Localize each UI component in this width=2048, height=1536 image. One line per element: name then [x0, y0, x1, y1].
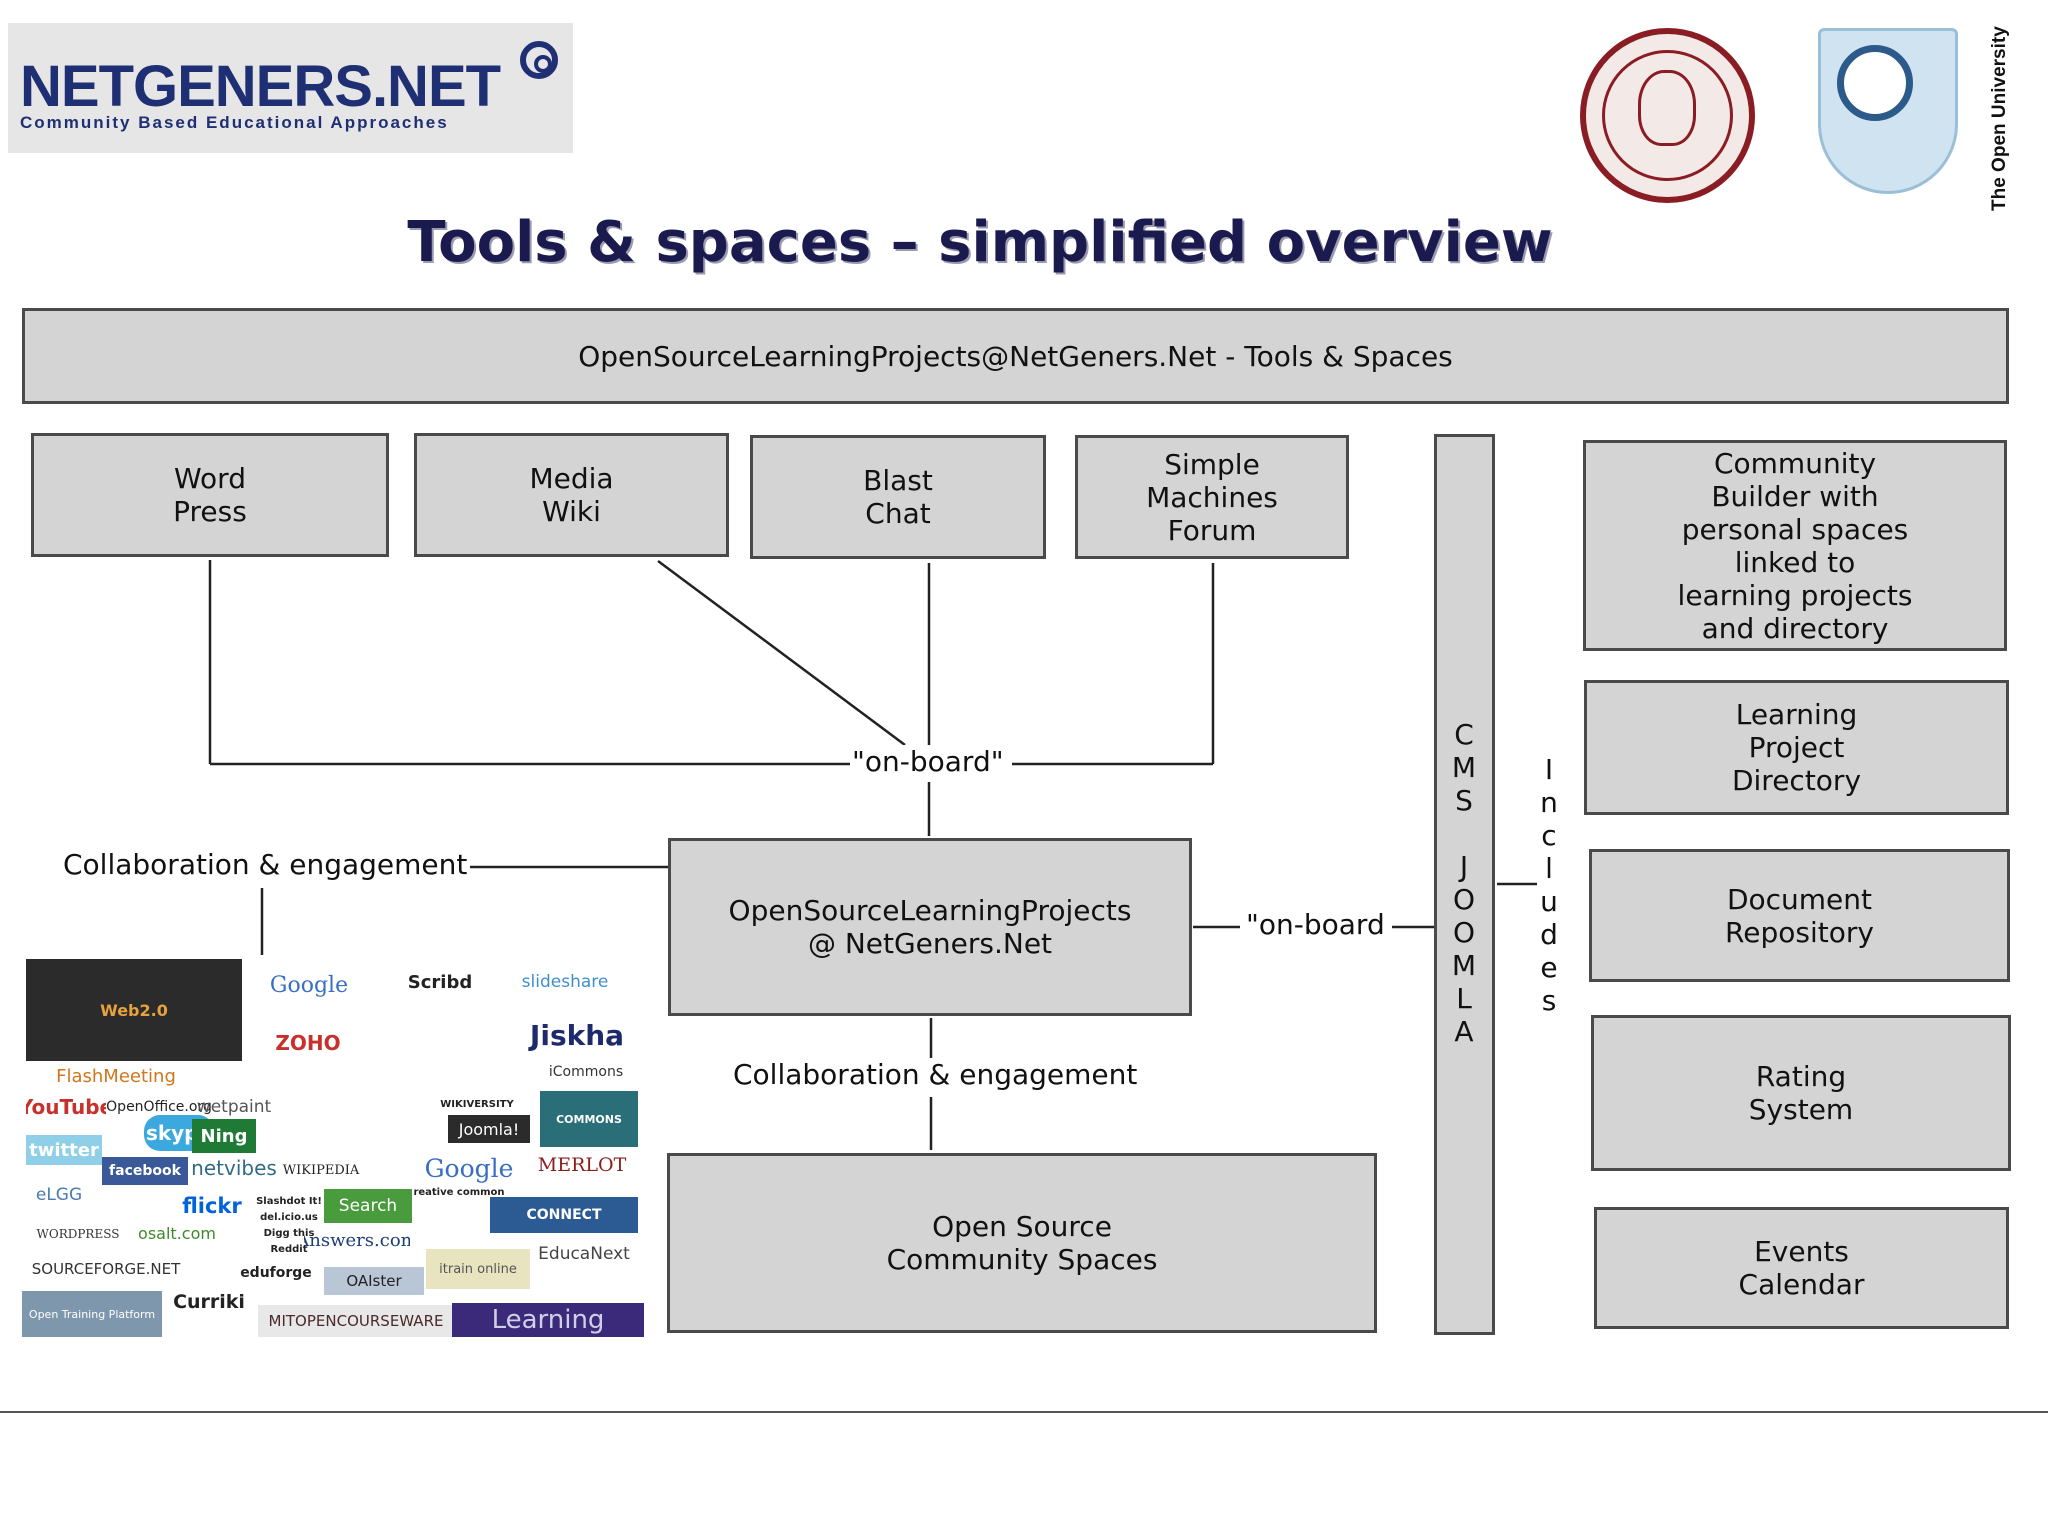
includes-letter: u	[1540, 885, 1558, 918]
includes-letter: n	[1540, 786, 1558, 819]
google-tile: Google	[424, 1153, 514, 1183]
wikipedia-tile: WIKIPEDIA	[282, 1162, 360, 1178]
slashdot-tile: Slashdot It!	[256, 1195, 322, 1207]
educanext-tile: EducaNext	[538, 1244, 630, 1264]
tools-spaces-header-box: OpenSourceLearningProjects@NetGeners.Net…	[22, 308, 2009, 404]
eduforge-tile: eduforge	[240, 1265, 312, 1281]
curriki-tile: Curriki	[173, 1291, 245, 1313]
web-tools-logo-collage: Web2.0 Google Scribd slideshare ZOHO Jis…	[22, 957, 644, 1339]
cms-letter: S	[1455, 784, 1473, 817]
flashmeeting-tile: FlashMeeting	[56, 1065, 176, 1087]
events-calendar-box: Events Calendar	[1594, 1207, 2009, 1329]
creative-commons-tile: creative commons	[414, 1186, 504, 1198]
merlot-tile: MERLOT	[537, 1154, 627, 1176]
collaboration-left-label: Collaboration & engagement	[63, 848, 468, 881]
twitter-tile: twitter	[26, 1135, 102, 1165]
collaboration-center-label: Collaboration & engagement	[733, 1058, 1138, 1091]
smf-forum-box: Simple Machines Forum	[1075, 435, 1349, 559]
slideshare-tile: slideshare	[521, 972, 609, 992]
cms-letter: O	[1452, 916, 1476, 949]
cms-letter: C	[1454, 718, 1474, 751]
google-docs-tile: Google	[269, 972, 349, 998]
bottom-divider	[0, 1411, 2048, 1413]
learning-tile: Learning	[452, 1303, 644, 1337]
opensource-learning-projects-box: OpenSourceLearningProjects @ NetGeners.N…	[668, 838, 1192, 1016]
blastchat-box: Blast Chat	[750, 435, 1046, 559]
icommons-tile: iCommons	[548, 1064, 624, 1080]
includes-letter: s	[1541, 984, 1557, 1017]
wordpress-box: Word Press	[31, 433, 389, 557]
netgeners-brand: NETGENERS.NET	[20, 54, 501, 119]
commons-tile: COMMONS	[540, 1091, 638, 1147]
osalt-tile: osalt.com	[138, 1223, 216, 1243]
learning-project-directory-box: Learning Project Directory	[1584, 680, 2009, 815]
flickr-tile: flickr	[182, 1194, 242, 1218]
openoffice-tile: OpenOffice.org	[106, 1099, 212, 1115]
netgeners-tagline: Community Based Educational Approaches	[20, 113, 449, 132]
includes-letter: d	[1540, 918, 1558, 951]
onboard-right-label: "on-board	[1246, 908, 1385, 941]
delicious-tile: del.icio.us	[260, 1211, 318, 1223]
answers-tile: Answers.com	[304, 1229, 410, 1251]
open-training-tile: Open Training Platform	[22, 1291, 162, 1337]
cms-letter: A	[1454, 1015, 1474, 1048]
includes-letter: l	[1545, 852, 1553, 885]
wikiversity-tile: WIKIVERSITY	[440, 1098, 514, 1110]
oaister-tile: OAIster	[324, 1267, 424, 1295]
includes-letter: e	[1540, 951, 1558, 984]
joomla-tile: Joomla!	[448, 1115, 530, 1143]
target-icon	[520, 41, 558, 79]
includes-letter: c	[1541, 819, 1557, 852]
digg-tile: Digg this	[263, 1227, 315, 1239]
netvibes-tile: netvibes	[191, 1156, 277, 1180]
wordpress-tile: WORDPRESS	[36, 1227, 120, 1241]
cms-letter: M	[1451, 949, 1477, 982]
netgeners-logo: NETGENERS.NET Community Based Educationa…	[8, 23, 573, 153]
itrain-tile: itrain online	[426, 1249, 530, 1289]
elgg-tile: eLGG	[35, 1185, 83, 1205]
community-spaces-box: Open Source Community Spaces	[667, 1153, 1377, 1333]
cms-joomla-letters: C M S J O O M L A	[1449, 718, 1479, 1048]
cms-letter: M	[1451, 751, 1477, 784]
community-builder-box: Community Builder with personal spaces l…	[1583, 440, 2007, 651]
web2-tile: Web2.0	[26, 959, 242, 1061]
cms-letter: L	[1456, 982, 1472, 1015]
document-repository-box: Document Repository	[1589, 849, 2010, 982]
youtube-tile: YouTube	[26, 1095, 106, 1119]
jiskha-tile: Jiskha	[529, 1018, 625, 1052]
rating-system-box: Rating System	[1591, 1015, 2011, 1171]
university-seal-icon	[1580, 28, 1755, 203]
scribd-tile: Scribd	[407, 971, 473, 993]
cms-joomla-column	[1434, 434, 1495, 1335]
includes-letter: I	[1544, 753, 1554, 786]
ning-tile: Ning	[192, 1119, 256, 1153]
onboard-label: "on-board"	[852, 745, 1004, 778]
open-university-shield-icon	[1818, 28, 1958, 194]
cc-search-tile: Search	[324, 1189, 412, 1223]
connector-mediawiki	[657, 559, 906, 747]
mit-ocw-tile: MITOPENCOURSEWARE	[258, 1305, 454, 1337]
reddit-tile: Reddit	[270, 1243, 308, 1255]
sourceforge-tile: SOURCEFORGE.NET	[31, 1260, 181, 1278]
page-title: Tools & spaces – simplified overview	[407, 210, 1553, 275]
cms-letter: J	[1459, 850, 1469, 883]
mediawiki-box: Media Wiki	[414, 433, 729, 557]
wetpaint-tile: wetpaint	[196, 1097, 272, 1117]
includes-letters: I n c l u d e s	[1534, 753, 1564, 1017]
cms-letter: O	[1452, 883, 1476, 916]
zoho-tile: ZOHO	[275, 1031, 341, 1055]
connect-tile: CONNECT	[490, 1197, 638, 1233]
facebook-tile: facebook	[102, 1157, 188, 1185]
